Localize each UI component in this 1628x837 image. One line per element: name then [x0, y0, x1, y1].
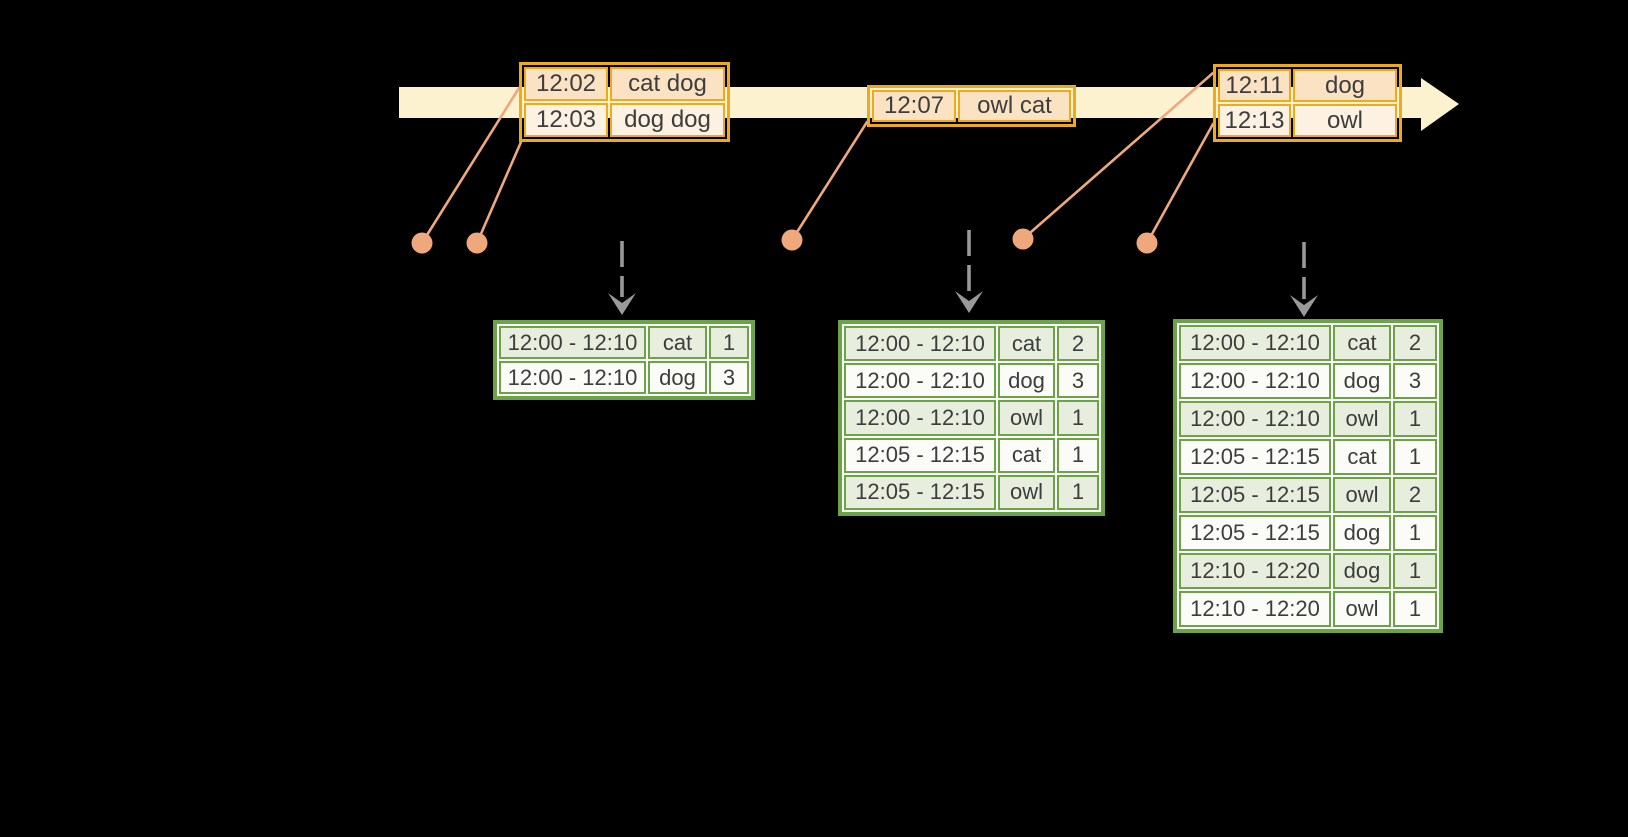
- word-cell: owl: [1333, 591, 1391, 627]
- count-cell: 1: [1057, 474, 1099, 510]
- count-cell: 1: [1393, 515, 1437, 551]
- count-cell: 3: [1057, 363, 1099, 399]
- trigger-arrowhead-icon: [1290, 295, 1318, 317]
- result-table-2: 12:00 - 12:10 cat 2 12:00 - 12:10 dog 3 …: [838, 320, 1105, 516]
- event-connector-line: [1145, 122, 1215, 245]
- count-cell: 1: [1393, 553, 1437, 589]
- result-row: 12:00 - 12:10 owl 1: [844, 400, 1099, 436]
- word-cell: owl: [1333, 477, 1391, 513]
- result-row: 12:00 - 12:10 dog 3: [499, 361, 749, 394]
- word-cell: dog: [1333, 363, 1391, 399]
- timeline-arrowhead-icon: [1421, 78, 1459, 131]
- window-cell: 12:00 - 12:10: [1179, 325, 1331, 361]
- count-cell: 2: [1057, 326, 1099, 362]
- window-cell: 12:00 - 12:10: [1179, 363, 1331, 399]
- event-words-cell: dog dog: [610, 103, 725, 137]
- count-cell: 1: [1393, 591, 1437, 627]
- result-row: 12:05 - 12:15 dog 1: [1179, 515, 1437, 551]
- word-cell: cat: [648, 326, 707, 359]
- event-connector-line: [420, 86, 521, 245]
- event-time-cell: 12:07: [872, 90, 956, 122]
- result-row: 12:00 - 12:10 cat 1: [499, 326, 749, 359]
- event-connector-line: [790, 120, 869, 242]
- count-cell: 1: [709, 326, 749, 359]
- event-words-cell: cat dog: [610, 67, 725, 101]
- window-cell: 12:10 - 12:20: [1179, 591, 1331, 627]
- event-words-cell: owl: [1293, 104, 1397, 137]
- event-dot: [1012, 228, 1034, 250]
- window-cell: 12:00 - 12:10: [844, 400, 996, 436]
- event-table-1202: 12:02 cat dog 12:03 dog dog: [519, 62, 730, 142]
- window-cell: 12:00 - 12:10: [499, 361, 646, 394]
- result-row: 12:00 - 12:10 owl 1: [1179, 401, 1437, 437]
- count-cell: 3: [709, 361, 749, 394]
- count-cell: 1: [1057, 437, 1099, 473]
- result-row: 12:10 - 12:20 dog 1: [1179, 553, 1437, 589]
- count-cell: 1: [1057, 400, 1099, 436]
- word-cell: cat: [1333, 439, 1391, 475]
- word-cell: cat: [998, 437, 1055, 473]
- count-cell: 2: [1393, 477, 1437, 513]
- word-cell: dog: [648, 361, 707, 394]
- event-words-cell: owl cat: [958, 90, 1071, 122]
- result-row: 12:05 - 12:15 owl 2: [1179, 477, 1437, 513]
- event-time-cell: 12:02: [524, 67, 608, 101]
- result-row: 12:00 - 12:10 cat 2: [1179, 325, 1437, 361]
- word-cell: cat: [998, 326, 1055, 362]
- window-cell: 12:00 - 12:10: [1179, 401, 1331, 437]
- count-cell: 1: [1393, 439, 1437, 475]
- result-row: 12:05 - 12:15 cat 1: [1179, 439, 1437, 475]
- window-cell: 12:05 - 12:15: [1179, 515, 1331, 551]
- event-row: 12:13 owl: [1218, 104, 1397, 137]
- result-row: 12:05 - 12:15 cat 1: [844, 437, 1099, 473]
- event-dot: [1136, 232, 1158, 254]
- event-dot: [466, 232, 488, 254]
- event-time-cell: 12:13: [1218, 104, 1291, 137]
- window-cell: 12:05 - 12:15: [1179, 477, 1331, 513]
- word-cell: dog: [1333, 515, 1391, 551]
- event-dot: [411, 232, 433, 254]
- event-table-1211: 12:11 dog 12:13 owl: [1213, 64, 1402, 142]
- trigger-arrowhead-icon: [608, 293, 636, 315]
- window-cell: 12:00 - 12:10: [844, 326, 996, 362]
- result-row: 12:05 - 12:15 owl 1: [844, 474, 1099, 510]
- count-cell: 1: [1393, 401, 1437, 437]
- result-row: 12:00 - 12:10 dog 3: [844, 363, 1099, 399]
- event-row: 12:07 owl cat: [872, 90, 1071, 122]
- event-connector-line: [475, 140, 523, 245]
- word-cell: owl: [998, 400, 1055, 436]
- window-cell: 12:05 - 12:15: [844, 437, 996, 473]
- count-cell: 2: [1393, 325, 1437, 361]
- result-row: 12:00 - 12:10 dog 3: [1179, 363, 1437, 399]
- result-row: 12:10 - 12:20 owl 1: [1179, 591, 1437, 627]
- trigger-arrowhead-icon: [955, 291, 983, 313]
- result-row: 12:00 - 12:10 cat 2: [844, 326, 1099, 362]
- event-row: 12:03 dog dog: [524, 103, 725, 137]
- event-connector-line: [1021, 71, 1215, 241]
- word-cell: dog: [998, 363, 1055, 399]
- word-cell: cat: [1333, 325, 1391, 361]
- event-dot: [781, 229, 803, 251]
- result-table-1: 12:00 - 12:10 cat 1 12:00 - 12:10 dog 3: [493, 320, 755, 400]
- window-cell: 12:05 - 12:15: [844, 474, 996, 510]
- window-cell: 12:10 - 12:20: [1179, 553, 1331, 589]
- window-cell: 12:05 - 12:15: [1179, 439, 1331, 475]
- window-cell: 12:00 - 12:10: [844, 363, 996, 399]
- count-cell: 3: [1393, 363, 1437, 399]
- window-cell: 12:00 - 12:10: [499, 326, 646, 359]
- event-words-cell: dog: [1293, 69, 1397, 102]
- event-table-1207: 12:07 owl cat: [867, 85, 1076, 127]
- result-table-3: 12:00 - 12:10 cat 2 12:00 - 12:10 dog 3 …: [1173, 319, 1443, 633]
- word-cell: owl: [998, 474, 1055, 510]
- event-row: 12:11 dog: [1218, 69, 1397, 102]
- word-cell: owl: [1333, 401, 1391, 437]
- event-row: 12:02 cat dog: [524, 67, 725, 101]
- event-time-cell: 12:03: [524, 103, 608, 137]
- word-cell: dog: [1333, 553, 1391, 589]
- event-time-cell: 12:11: [1218, 69, 1291, 102]
